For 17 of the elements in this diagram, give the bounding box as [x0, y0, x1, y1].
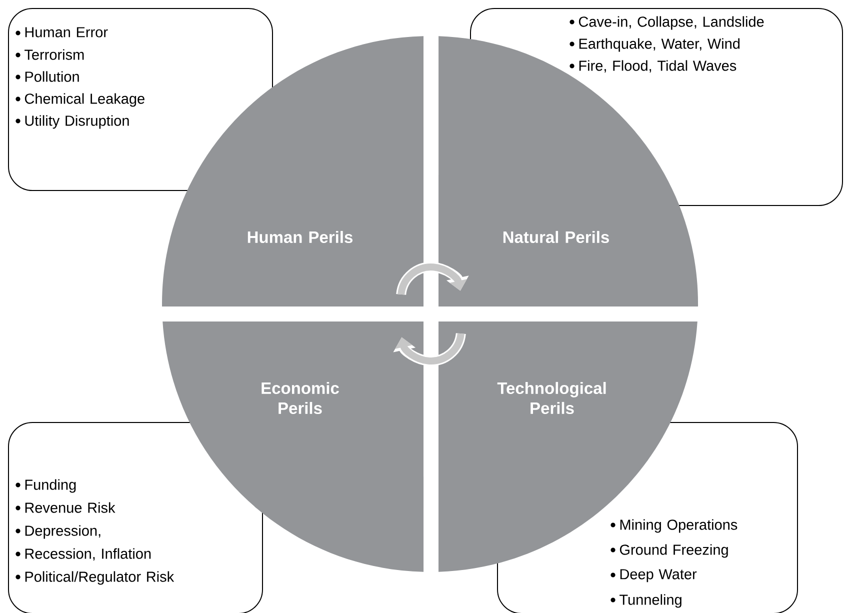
list-item: Revenue Risk: [25, 502, 116, 513]
quadrant: Human Perils: [162, 36, 424, 306]
list-item: Deep Water: [620, 569, 697, 582]
list-item: Human Error: [25, 27, 108, 38]
list-item: Political/Regulator Risk: [25, 571, 174, 585]
curved-arrow: [396, 262, 469, 296]
list-item: Chemical Leakage: [24, 93, 144, 107]
list-item: Funding: [25, 479, 76, 493]
list-item: Tunneling: [620, 594, 682, 608]
list-item: Cave-in, Collapse, Landslide: [578, 16, 764, 30]
curved-arrow: [393, 332, 466, 366]
list-item: Pollution: [25, 71, 79, 82]
list-item: Recession, Inflation: [25, 548, 151, 561]
list-item: Depression,: [25, 525, 100, 539]
list-item: Utility Disruption: [25, 115, 129, 129]
list-item: Terrorism: [24, 49, 84, 60]
quadrant: Economic Perils: [162, 322, 424, 572]
